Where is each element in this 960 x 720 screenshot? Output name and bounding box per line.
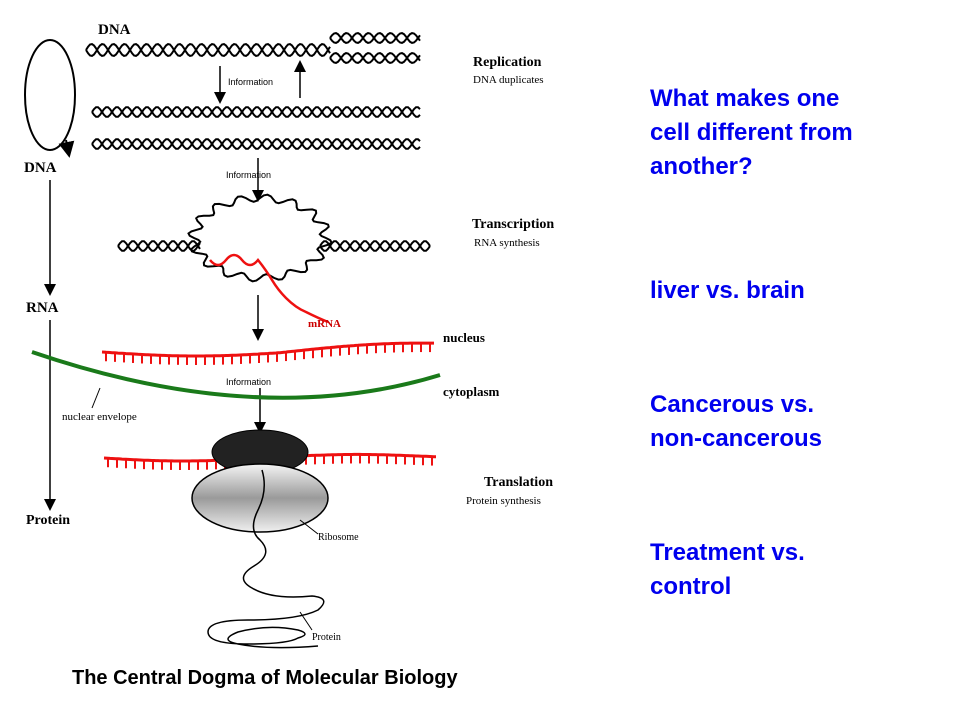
- dna-strand: [319, 240, 431, 252]
- nuclear-envelope: [31, 350, 441, 400]
- dna-strand: [319, 240, 431, 252]
- rna-left-label: RNA: [26, 300, 59, 316]
- question-4-line-2: control: [650, 573, 732, 600]
- protein-chain-label: Protein: [312, 632, 341, 643]
- nucleus-label: nucleus: [443, 330, 485, 345]
- question-1-line-2: cell different from: [650, 119, 853, 146]
- dna-strand: [91, 138, 421, 150]
- protein-chain: [207, 469, 325, 649]
- replication-loop: [24, 39, 76, 151]
- replication-label: Replication: [473, 55, 542, 70]
- central-dogma-diagram: DNA DNA RNA Protein Information Informat…: [24, 22, 554, 689]
- ribosome-large-subunit: [191, 463, 329, 533]
- ribosome-label: Ribosome: [318, 532, 359, 543]
- dna-strand: [91, 106, 421, 118]
- dna-strand: [329, 32, 421, 44]
- cytoplasm-label: cytoplasm: [443, 384, 500, 399]
- dna-strand: [117, 240, 201, 252]
- question-1-line-3: another?: [650, 153, 753, 180]
- question-3-line-2: non-cancerous: [650, 425, 823, 452]
- dna-strand: [85, 43, 331, 57]
- dna-strand: [91, 138, 421, 150]
- transcription-sub-label: RNA synthesis: [474, 237, 540, 249]
- information-label-3: Information: [226, 377, 271, 387]
- transcription-label: Transcription: [472, 217, 554, 232]
- dna-left-label: DNA: [24, 160, 57, 176]
- dna-strand: [85, 43, 331, 57]
- translation-sub-label: Protein synthesis: [466, 495, 541, 507]
- dna-strand: [117, 240, 201, 252]
- information-label-2: Information: [226, 170, 271, 180]
- dna-strand: [329, 52, 421, 64]
- transcription-bubble: [187, 193, 333, 283]
- mrna-strand: [209, 253, 329, 324]
- protein-left-label: Protein: [26, 513, 70, 528]
- question-1-line-1: What makes one: [650, 85, 840, 112]
- question-4-line-1: Treatment vs.: [650, 539, 805, 566]
- nuclear-envelope-label: nuclear envelope: [62, 411, 137, 423]
- replication-sub-label: DNA duplicates: [473, 74, 544, 86]
- dna-strand: [91, 106, 421, 118]
- mrna-label: mRNA: [308, 318, 341, 330]
- question-2-line-1: liver vs. brain: [650, 277, 805, 304]
- dna-strand: [329, 52, 421, 64]
- translation-label: Translation: [484, 475, 553, 490]
- diagram-caption: The Central Dogma of Molecular Biology: [72, 667, 458, 689]
- question-3-line-1: Cancerous vs.: [650, 391, 815, 418]
- dna-helices: [85, 32, 431, 252]
- dna-strand: [329, 32, 421, 44]
- information-label-1: Information: [228, 77, 273, 87]
- dna-top-label: DNA: [98, 22, 131, 38]
